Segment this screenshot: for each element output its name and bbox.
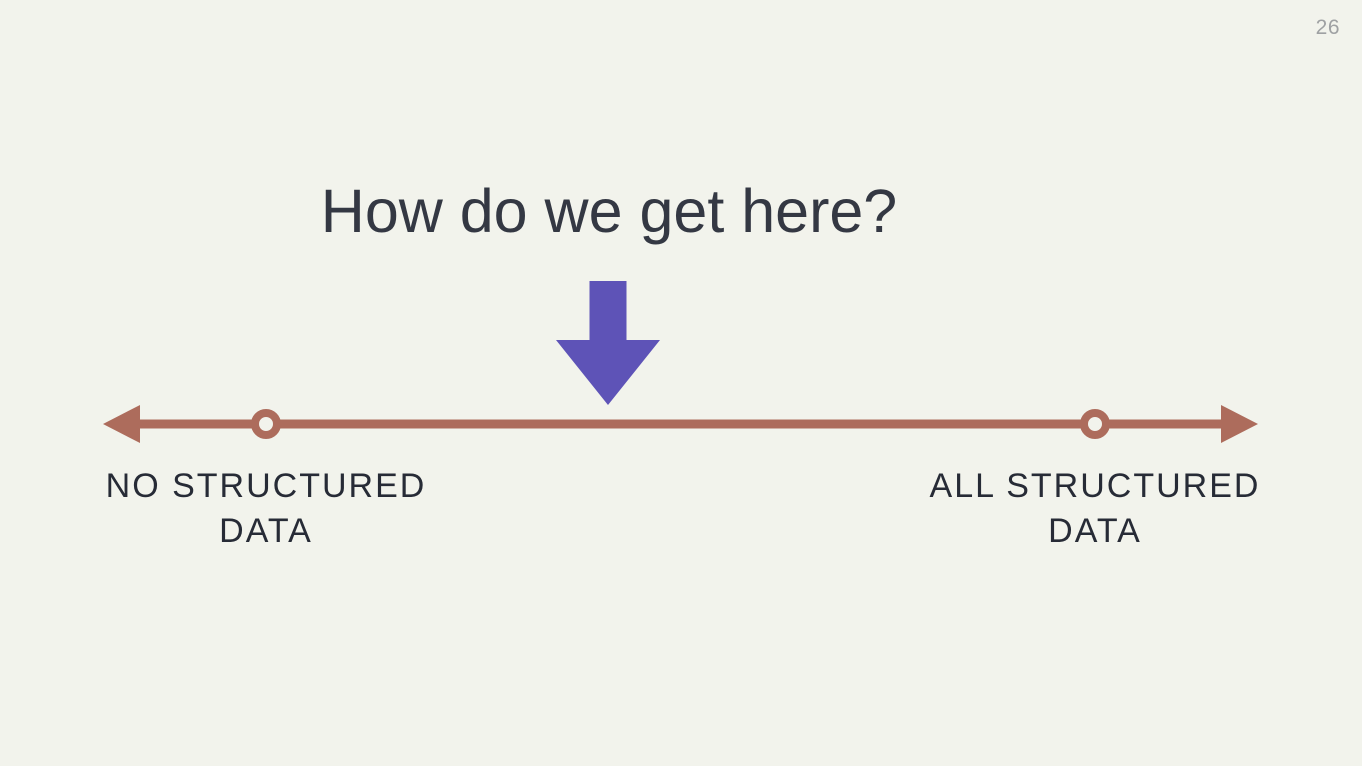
left-axis-label-line2: DATA xyxy=(219,512,313,550)
spectrum-axis xyxy=(103,405,1258,443)
left-arrowhead-icon xyxy=(103,405,140,443)
left-axis-label-line1: NO STRUCTURED xyxy=(105,467,427,505)
left-ring-marker-icon xyxy=(251,409,281,439)
right-arrowhead-icon xyxy=(1221,405,1258,443)
down-arrow-shape xyxy=(556,281,660,405)
slide-title: How do we get here? xyxy=(320,177,898,245)
right-axis-label: ALL STRUCTURED DATA xyxy=(885,464,1305,554)
page-number: 26 xyxy=(1315,16,1340,39)
right-axis-label-line2: DATA xyxy=(1048,512,1142,550)
left-axis-label: NO STRUCTURED DATA xyxy=(56,464,476,554)
down-arrow-icon xyxy=(556,281,660,405)
right-axis-label-line1: ALL STRUCTURED xyxy=(929,467,1261,505)
right-ring-marker-icon xyxy=(1080,409,1110,439)
